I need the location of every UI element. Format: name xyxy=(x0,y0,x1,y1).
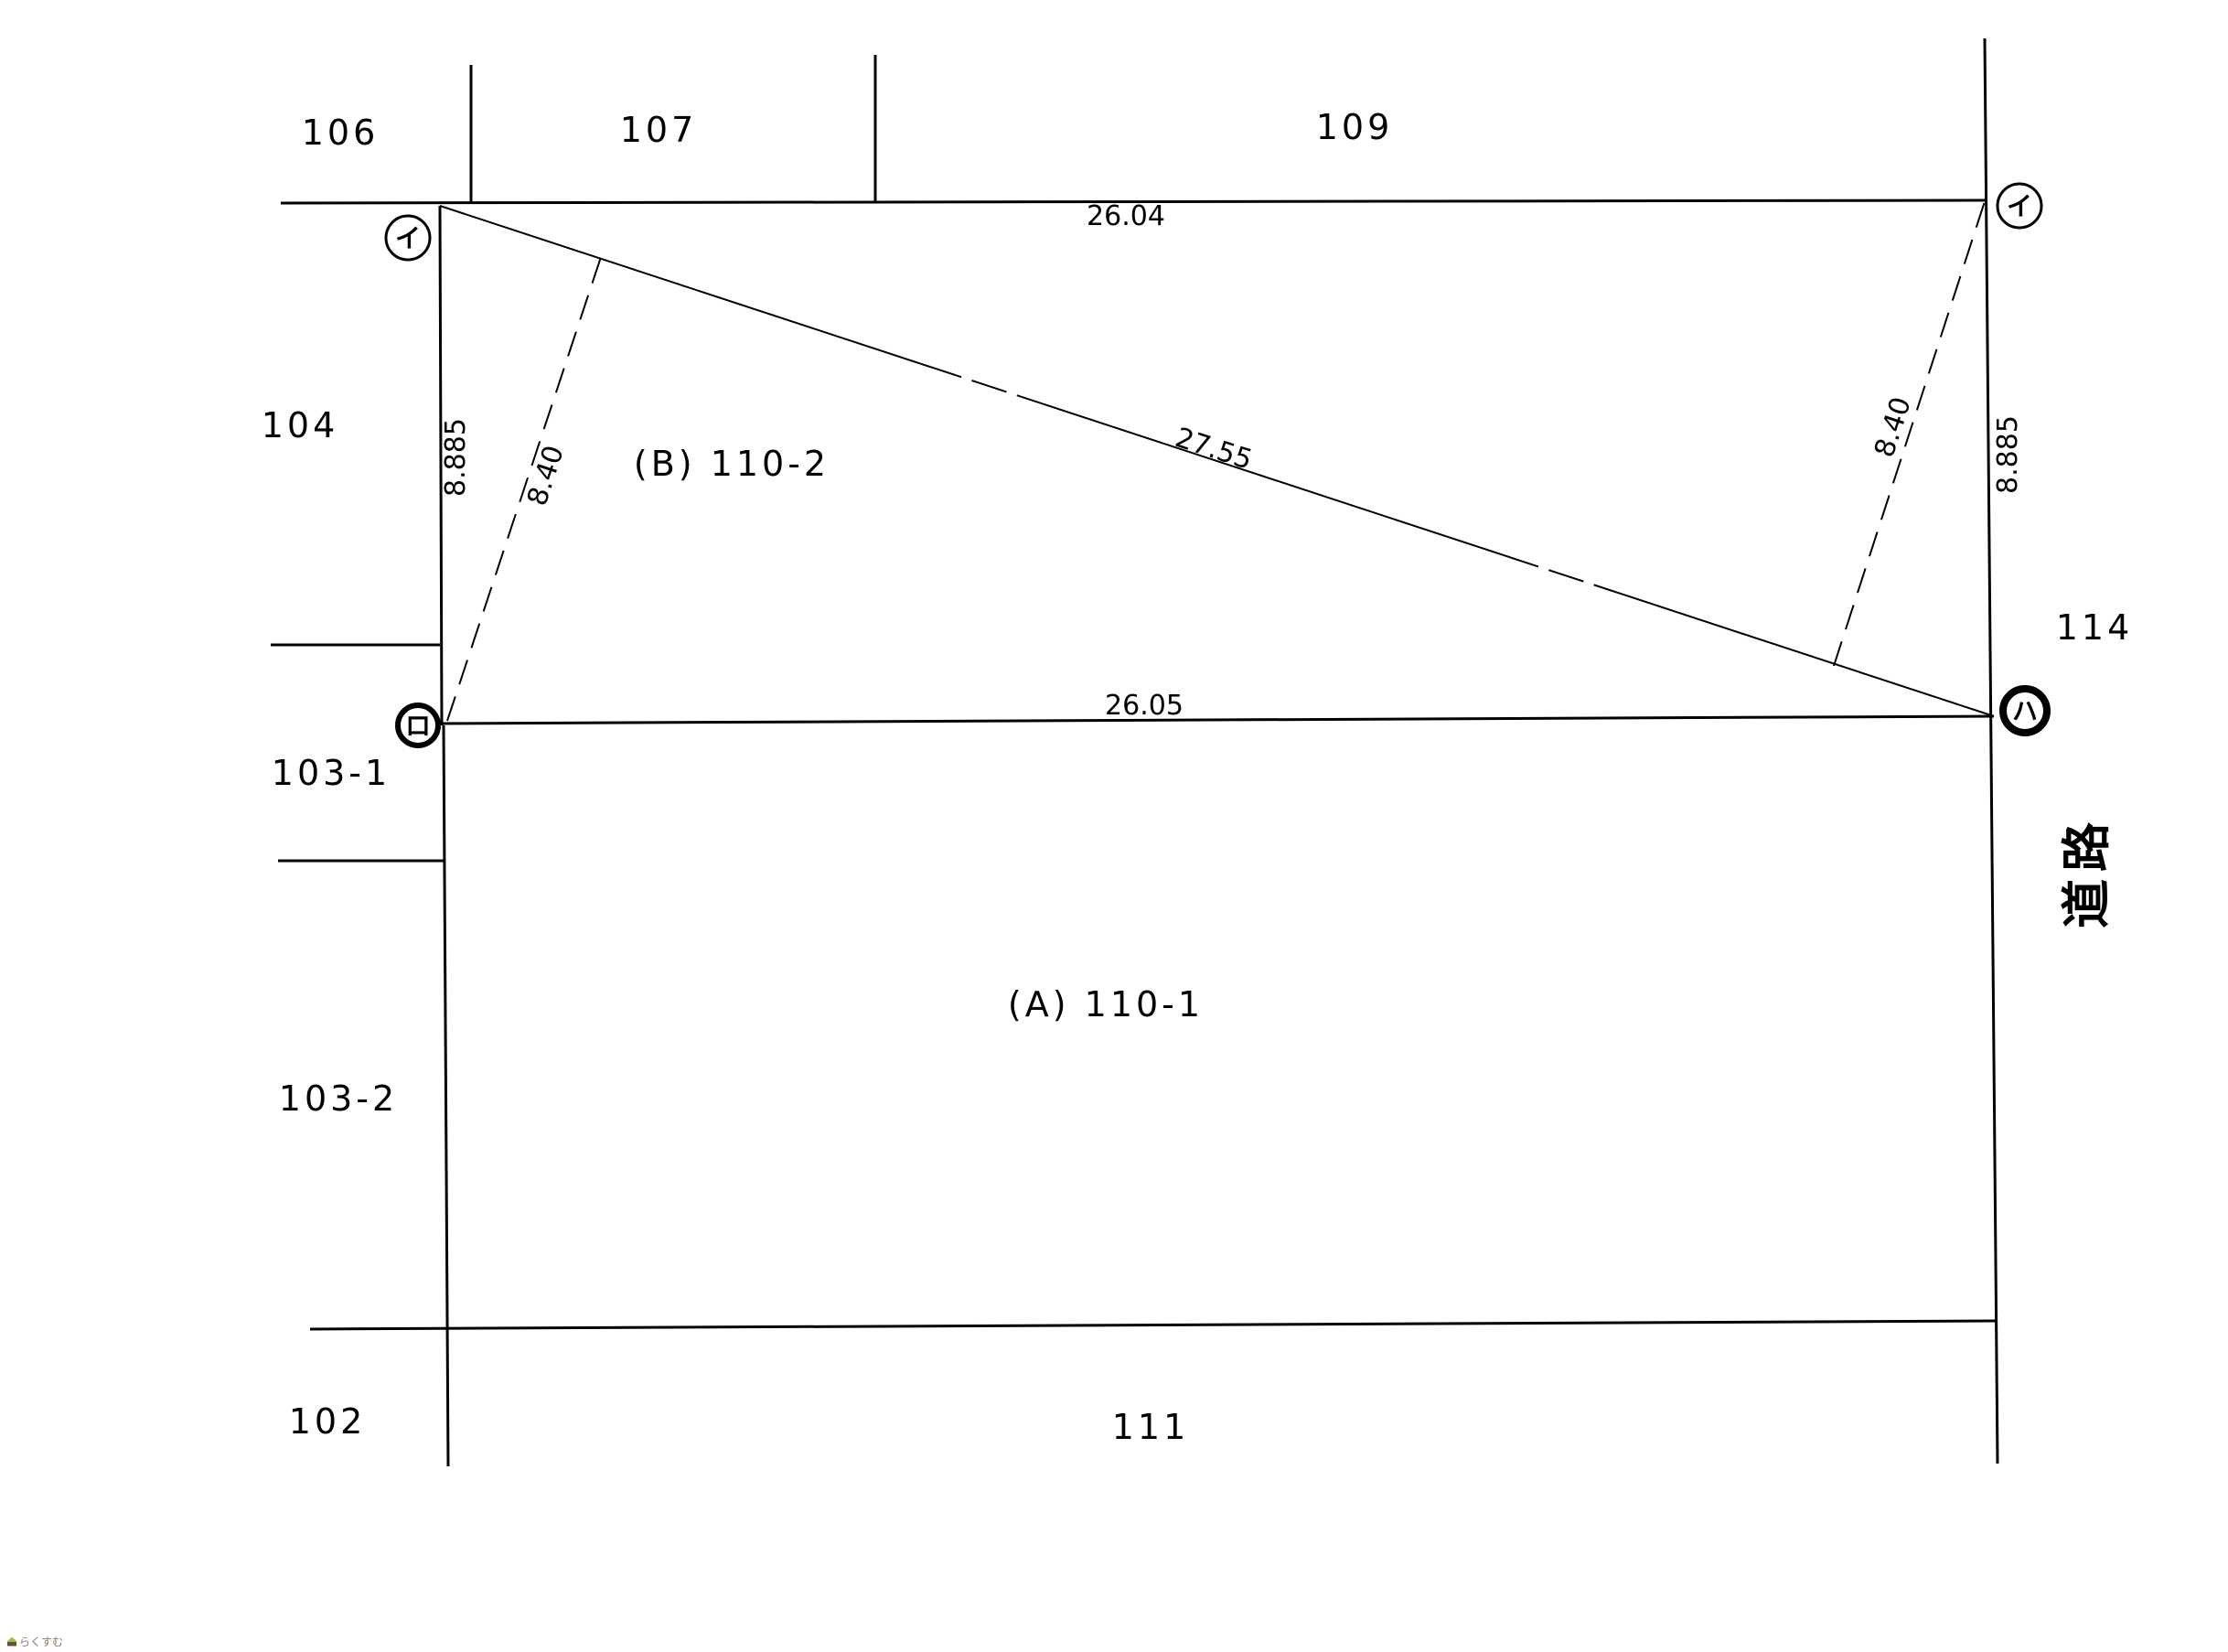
logo: らくすむ xyxy=(7,1634,63,1649)
house-icon xyxy=(7,1636,16,1647)
dim-middle: 26.05 xyxy=(1105,690,1184,722)
parcel-103-1: 103-1 xyxy=(272,753,391,793)
logo-text: らくすむ xyxy=(19,1636,64,1648)
point-ro-circle xyxy=(395,703,441,748)
bottom-boundary xyxy=(309,1319,1998,1331)
parcel-104: 104 xyxy=(262,405,339,445)
point-ha: ハ xyxy=(2012,696,2038,726)
diagonal-line xyxy=(439,205,1995,717)
parcel-106: 106 xyxy=(302,113,380,153)
point-ro: ロ xyxy=(405,711,431,741)
point-i-right-circle xyxy=(1996,182,2043,230)
right-perpendicular xyxy=(1833,195,1987,667)
parcel-114: 114 xyxy=(2056,607,2134,648)
right-boundary xyxy=(1983,38,1999,1464)
dim-left-side: 8.885 xyxy=(440,418,472,497)
left-perpendicular xyxy=(446,256,602,722)
point-i-right: イ xyxy=(2007,191,2032,221)
dim-top: 26.04 xyxy=(1087,200,1165,232)
left-boundary-upper xyxy=(438,205,444,726)
point-ha-circle xyxy=(1999,685,2051,736)
middle-boundary xyxy=(441,714,1995,725)
point-i-left: イ xyxy=(395,223,421,253)
parcel-109: 109 xyxy=(1316,107,1394,147)
parcel-111: 111 xyxy=(1112,1407,1190,1447)
parcel-103-2: 103-2 xyxy=(279,1078,398,1119)
dim-left-perp: 8.40 xyxy=(521,442,571,510)
top-boundary xyxy=(280,198,1987,205)
point-i-left-circle xyxy=(384,214,432,262)
dim-diagonal: 27.55 xyxy=(1172,422,1257,477)
dim-right-side: 8.885 xyxy=(1992,415,2024,494)
lot-b-label: (B) 110-2 xyxy=(634,444,830,484)
parcel-107: 107 xyxy=(620,110,698,150)
left-boundary-lower xyxy=(442,724,450,1467)
lot-a-label: (A) 110-1 xyxy=(1008,984,1204,1024)
parcel-102: 102 xyxy=(289,1401,367,1442)
road-label: 道路 xyxy=(2058,815,2116,928)
